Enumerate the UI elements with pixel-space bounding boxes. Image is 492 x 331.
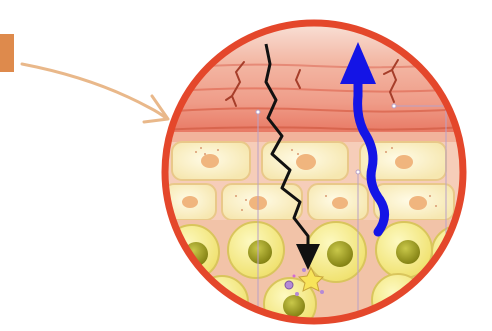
fat-cell-row-upper (172, 142, 446, 180)
fat-cell-rows (164, 142, 454, 220)
fat-cell-row-lower (164, 184, 454, 220)
pointer-arrow (22, 64, 168, 122)
